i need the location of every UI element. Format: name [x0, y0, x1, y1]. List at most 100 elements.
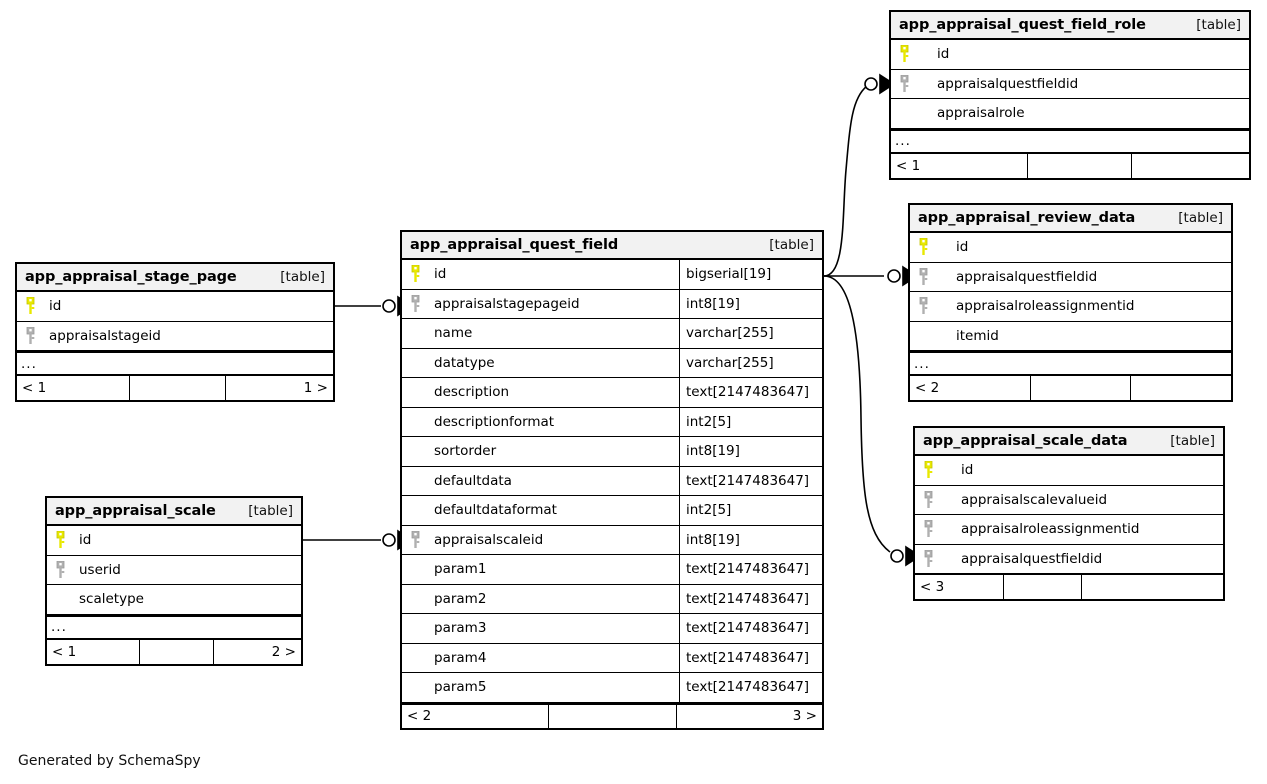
column-row[interactable]: defaultdata text[2147483647]	[402, 466, 822, 496]
column-type: varchar[255]	[679, 348, 822, 377]
column-row[interactable]: appraisalroleassignmentid	[910, 292, 1231, 322]
column-type: bigserial[19]	[679, 260, 822, 289]
column-row[interactable]: description text[2147483647]	[402, 378, 822, 408]
footer-incoming-count[interactable]: < 2	[407, 708, 432, 724]
table-app-appraisal-scale[interactable]: app_appraisal_scale [table] id userid sc…	[45, 496, 303, 666]
column-row[interactable]: appraisalroleassignmentid	[915, 515, 1223, 545]
table-type-tag: [table]	[280, 269, 325, 285]
more-columns-ellipsis[interactable]: ...	[47, 614, 301, 639]
column-row[interactable]: id	[915, 456, 1223, 486]
table-header: app_appraisal_scale_data [table]	[915, 428, 1223, 456]
footer-middle	[139, 639, 213, 664]
table-header: app_appraisal_quest_field_role [table]	[891, 12, 1249, 40]
column-name: id	[937, 46, 950, 63]
column-name: param4	[434, 649, 487, 666]
column-type: int8[19]	[679, 525, 822, 554]
foreign-key-icon	[910, 267, 936, 286]
column-name: appraisalrole	[937, 105, 1025, 122]
table-header: app_appraisal_quest_field [table]	[402, 232, 822, 260]
footer-incoming-count[interactable]: < 2	[915, 380, 940, 396]
foreign-key-icon	[891, 74, 917, 93]
column-type: text[2147483647]	[679, 378, 822, 407]
column-name: appraisalquestfieldid	[937, 75, 1079, 92]
table-title: app_appraisal_review_data	[918, 210, 1136, 226]
more-columns-ellipsis[interactable]: ...	[891, 128, 1249, 153]
column-row[interactable]: param4 text[2147483647]	[402, 643, 822, 673]
column-row[interactable]: sortorder int8[19]	[402, 437, 822, 467]
footer-outgoing-count[interactable]: 2 >	[213, 639, 301, 664]
footer-outgoing-count[interactable]	[1081, 575, 1223, 599]
table-header: app_appraisal_stage_page [table]	[17, 264, 333, 292]
primary-key-icon	[915, 461, 941, 479]
footer-middle	[1027, 153, 1131, 178]
column-row[interactable]: userid	[47, 556, 301, 585]
column-row[interactable]: id	[17, 292, 333, 322]
column-row[interactable]: name varchar[255]	[402, 319, 822, 349]
footer-incoming-count[interactable]: < 1	[52, 643, 77, 660]
more-columns-ellipsis[interactable]: ...	[910, 351, 1231, 375]
column-type: varchar[255]	[679, 319, 822, 348]
column-row[interactable]: defaultdataformat int2[5]	[402, 496, 822, 526]
table-type-tag: [table]	[769, 237, 814, 253]
table-app-appraisal-review-data[interactable]: app_appraisal_review_data [table] id app…	[908, 203, 1233, 402]
rel-quest-field-to-field-role-line	[823, 85, 868, 277]
column-name: appraisalroleassignmentid	[961, 521, 1140, 538]
column-type: text[2147483647]	[679, 584, 822, 613]
column-row[interactable]: param5 text[2147483647]	[402, 673, 822, 703]
column-name: param2	[434, 590, 487, 607]
column-row[interactable]: appraisalrole	[891, 99, 1249, 129]
table-type-tag: [table]	[1170, 433, 1215, 449]
column-type: text[2147483647]	[679, 673, 822, 702]
column-type: int8[19]	[679, 289, 822, 318]
column-row[interactable]: appraisalscalevalueid	[915, 486, 1223, 515]
column-row[interactable]: id	[891, 40, 1249, 70]
table-app-appraisal-quest-field-role[interactable]: app_appraisal_quest_field_role [table] i…	[889, 10, 1251, 180]
more-columns-ellipsis[interactable]: ...	[17, 351, 333, 375]
table-title: app_appraisal_scale	[55, 503, 216, 519]
column-row[interactable]: appraisalstageid	[17, 322, 333, 351]
foreign-key-icon	[47, 560, 73, 579]
footer-outgoing-count[interactable]: 3 >	[676, 704, 822, 728]
column-row[interactable]: param3 text[2147483647]	[402, 614, 822, 644]
footer-incoming-count[interactable]: < 3	[920, 579, 945, 595]
footer-outgoing-count[interactable]	[1131, 153, 1249, 178]
column-name: id	[434, 266, 447, 283]
column-name: userid	[79, 561, 121, 578]
column-row[interactable]: id bigserial[19]	[402, 260, 822, 290]
foreign-key-icon	[402, 294, 428, 313]
table-footer: < 2	[910, 375, 1231, 400]
column-type: text[2147483647]	[679, 466, 822, 495]
column-row[interactable]: appraisalquestfieldid	[891, 70, 1249, 99]
column-row[interactable]: appraisalstagepageid int8[19]	[402, 289, 822, 319]
footer-incoming-count[interactable]: < 1	[896, 157, 921, 174]
column-name: appraisalstageid	[49, 327, 161, 344]
column-row[interactable]: scaletype	[47, 585, 301, 615]
footer-outgoing-count[interactable]: 1 >	[225, 376, 333, 400]
column-name: description	[434, 384, 510, 401]
column-row[interactable]: descriptionformat int2[5]	[402, 407, 822, 437]
column-row[interactable]: id	[910, 233, 1231, 263]
table-app-appraisal-quest-field[interactable]: app_appraisal_quest_field [table] id big…	[400, 230, 824, 730]
column-row[interactable]: datatype varchar[255]	[402, 348, 822, 378]
column-row[interactable]: appraisalscaleid int8[19]	[402, 525, 822, 555]
foreign-key-icon	[402, 530, 428, 549]
table-app-appraisal-stage-page[interactable]: app_appraisal_stage_page [table] id appr…	[15, 262, 335, 402]
foreign-key-icon	[17, 326, 43, 345]
footer-middle	[1003, 575, 1081, 599]
column-name: defaultdata	[434, 472, 512, 489]
column-row[interactable]: appraisalquestfieldid	[910, 263, 1231, 292]
column-row[interactable]: param1 text[2147483647]	[402, 555, 822, 585]
table-footer: < 1	[891, 152, 1249, 178]
table-header: app_appraisal_scale [table]	[47, 498, 301, 526]
table-title: app_appraisal_quest_field_role	[899, 17, 1146, 33]
table-footer: < 2 3 >	[402, 702, 822, 728]
column-row[interactable]: id	[47, 526, 301, 556]
column-row[interactable]: itemid	[910, 322, 1231, 351]
footer-outgoing-count[interactable]	[1130, 376, 1231, 400]
footer-incoming-count[interactable]: < 1	[22, 380, 47, 396]
column-row[interactable]: appraisalquestfieldid	[915, 545, 1223, 574]
table-app-appraisal-scale-data[interactable]: app_appraisal_scale_data [table] id appr…	[913, 426, 1225, 601]
column-name: id	[961, 462, 974, 479]
column-type: text[2147483647]	[679, 555, 822, 584]
column-row[interactable]: param2 text[2147483647]	[402, 584, 822, 614]
